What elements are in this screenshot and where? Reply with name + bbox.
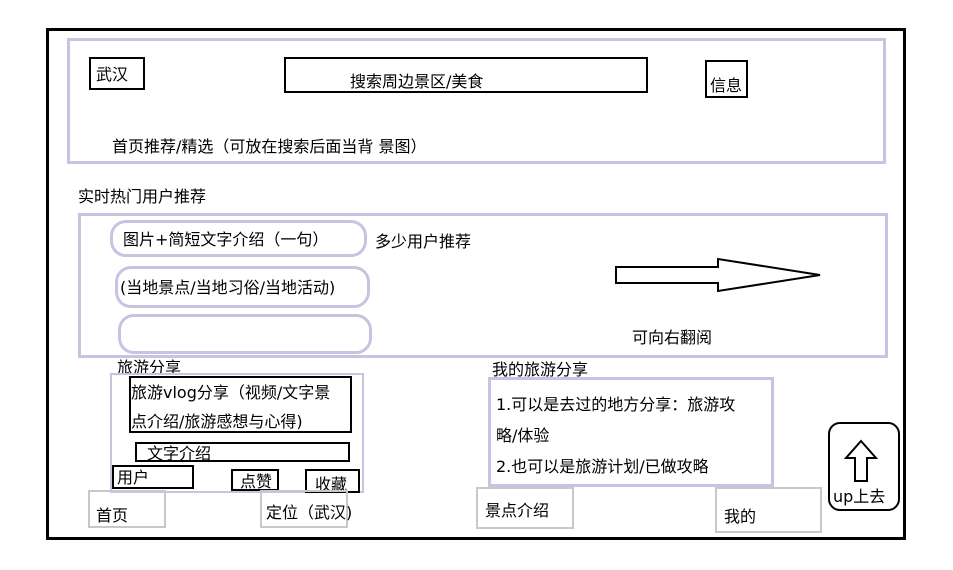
message-label: 信息 bbox=[710, 76, 743, 95]
nav-home-label: 首页 bbox=[96, 506, 129, 525]
vlog-share-card[interactable]: 旅游vlog分享（视频/文字景 点介绍/旅游感想与心得) bbox=[129, 376, 352, 433]
app-frame bbox=[46, 28, 906, 540]
my-share-line-3: 2.也可以是旅游计划/已做攻略 bbox=[496, 457, 709, 476]
like-button[interactable]: 点赞 bbox=[231, 469, 279, 491]
my-share-line-1: 1.可以是去过的地方分享：旅游攻 bbox=[496, 395, 736, 414]
user-button[interactable]: 用户 bbox=[112, 465, 194, 489]
up-button[interactable]: up上去 bbox=[828, 422, 900, 511]
up-arrow-icon bbox=[843, 439, 879, 482]
favorite-label: 收藏 bbox=[315, 475, 348, 494]
nav-attractions-label: 景点介绍 bbox=[485, 501, 550, 520]
hot-section-title: 实时热门用户推荐 bbox=[78, 187, 207, 206]
my-share-title: 我的旅游分享 bbox=[492, 360, 589, 379]
text-intro-box[interactable]: 文字介绍 bbox=[135, 442, 350, 463]
nav-mine[interactable]: 我的 bbox=[715, 487, 822, 533]
home-recommend-text: 首页推荐/精选（可放在搜索后面当背 景图） bbox=[112, 137, 427, 156]
city-label: 武汉 bbox=[96, 65, 129, 84]
nav-locate-label: 定位（武汉) bbox=[266, 503, 353, 522]
hot-card-1[interactable]: 图片+简短文字介绍（一句） bbox=[110, 220, 367, 257]
nav-attractions[interactable]: 景点介绍 bbox=[476, 487, 574, 529]
like-label: 点赞 bbox=[240, 472, 273, 491]
my-share-line-2: 略/体验 bbox=[496, 426, 550, 445]
city-button[interactable]: 武汉 bbox=[89, 57, 145, 90]
hot-card-2-text: (当地景点/当地习俗/当地活动) bbox=[120, 278, 336, 297]
hot-card-3[interactable] bbox=[118, 314, 372, 354]
my-share-panel[interactable]: 1.可以是去过的地方分享：旅游攻 略/体验 2.也可以是旅游计划/已做攻略 bbox=[488, 377, 774, 487]
travel-share-panel bbox=[110, 373, 364, 493]
nav-locate[interactable]: 定位（武汉) bbox=[260, 490, 352, 528]
hot-card-2[interactable]: (当地景点/当地习俗/当地活动) bbox=[115, 266, 370, 308]
page-right-text: 可向右翻阅 bbox=[632, 328, 713, 347]
search-placeholder: 搜索周边景区/美食 bbox=[350, 72, 484, 91]
hot-card-1-text: 图片+简短文字介绍（一句） bbox=[123, 230, 329, 249]
swipe-right-arrow-icon[interactable] bbox=[610, 255, 830, 297]
message-button[interactable]: 信息 bbox=[705, 60, 748, 98]
vlog-line-2: 点介绍/旅游感想与心得) bbox=[131, 412, 303, 431]
user-label: 用户 bbox=[117, 468, 150, 487]
hot-carousel-panel bbox=[78, 213, 888, 358]
nav-home[interactable]: 首页 bbox=[88, 490, 166, 528]
text-intro-label: 文字介绍 bbox=[147, 444, 212, 463]
search-input[interactable]: 搜索周边景区/美食 bbox=[284, 57, 648, 93]
favorite-button[interactable]: 收藏 bbox=[305, 469, 360, 494]
nav-mine-label: 我的 bbox=[724, 507, 757, 526]
up-button-label: up上去 bbox=[833, 487, 886, 506]
travel-share-title: 旅游分享 bbox=[117, 358, 182, 377]
header-panel bbox=[67, 38, 886, 164]
user-count-text: 多少用户推荐 bbox=[375, 232, 472, 251]
vlog-line-1: 旅游vlog分享（视频/文字景 bbox=[131, 383, 331, 402]
